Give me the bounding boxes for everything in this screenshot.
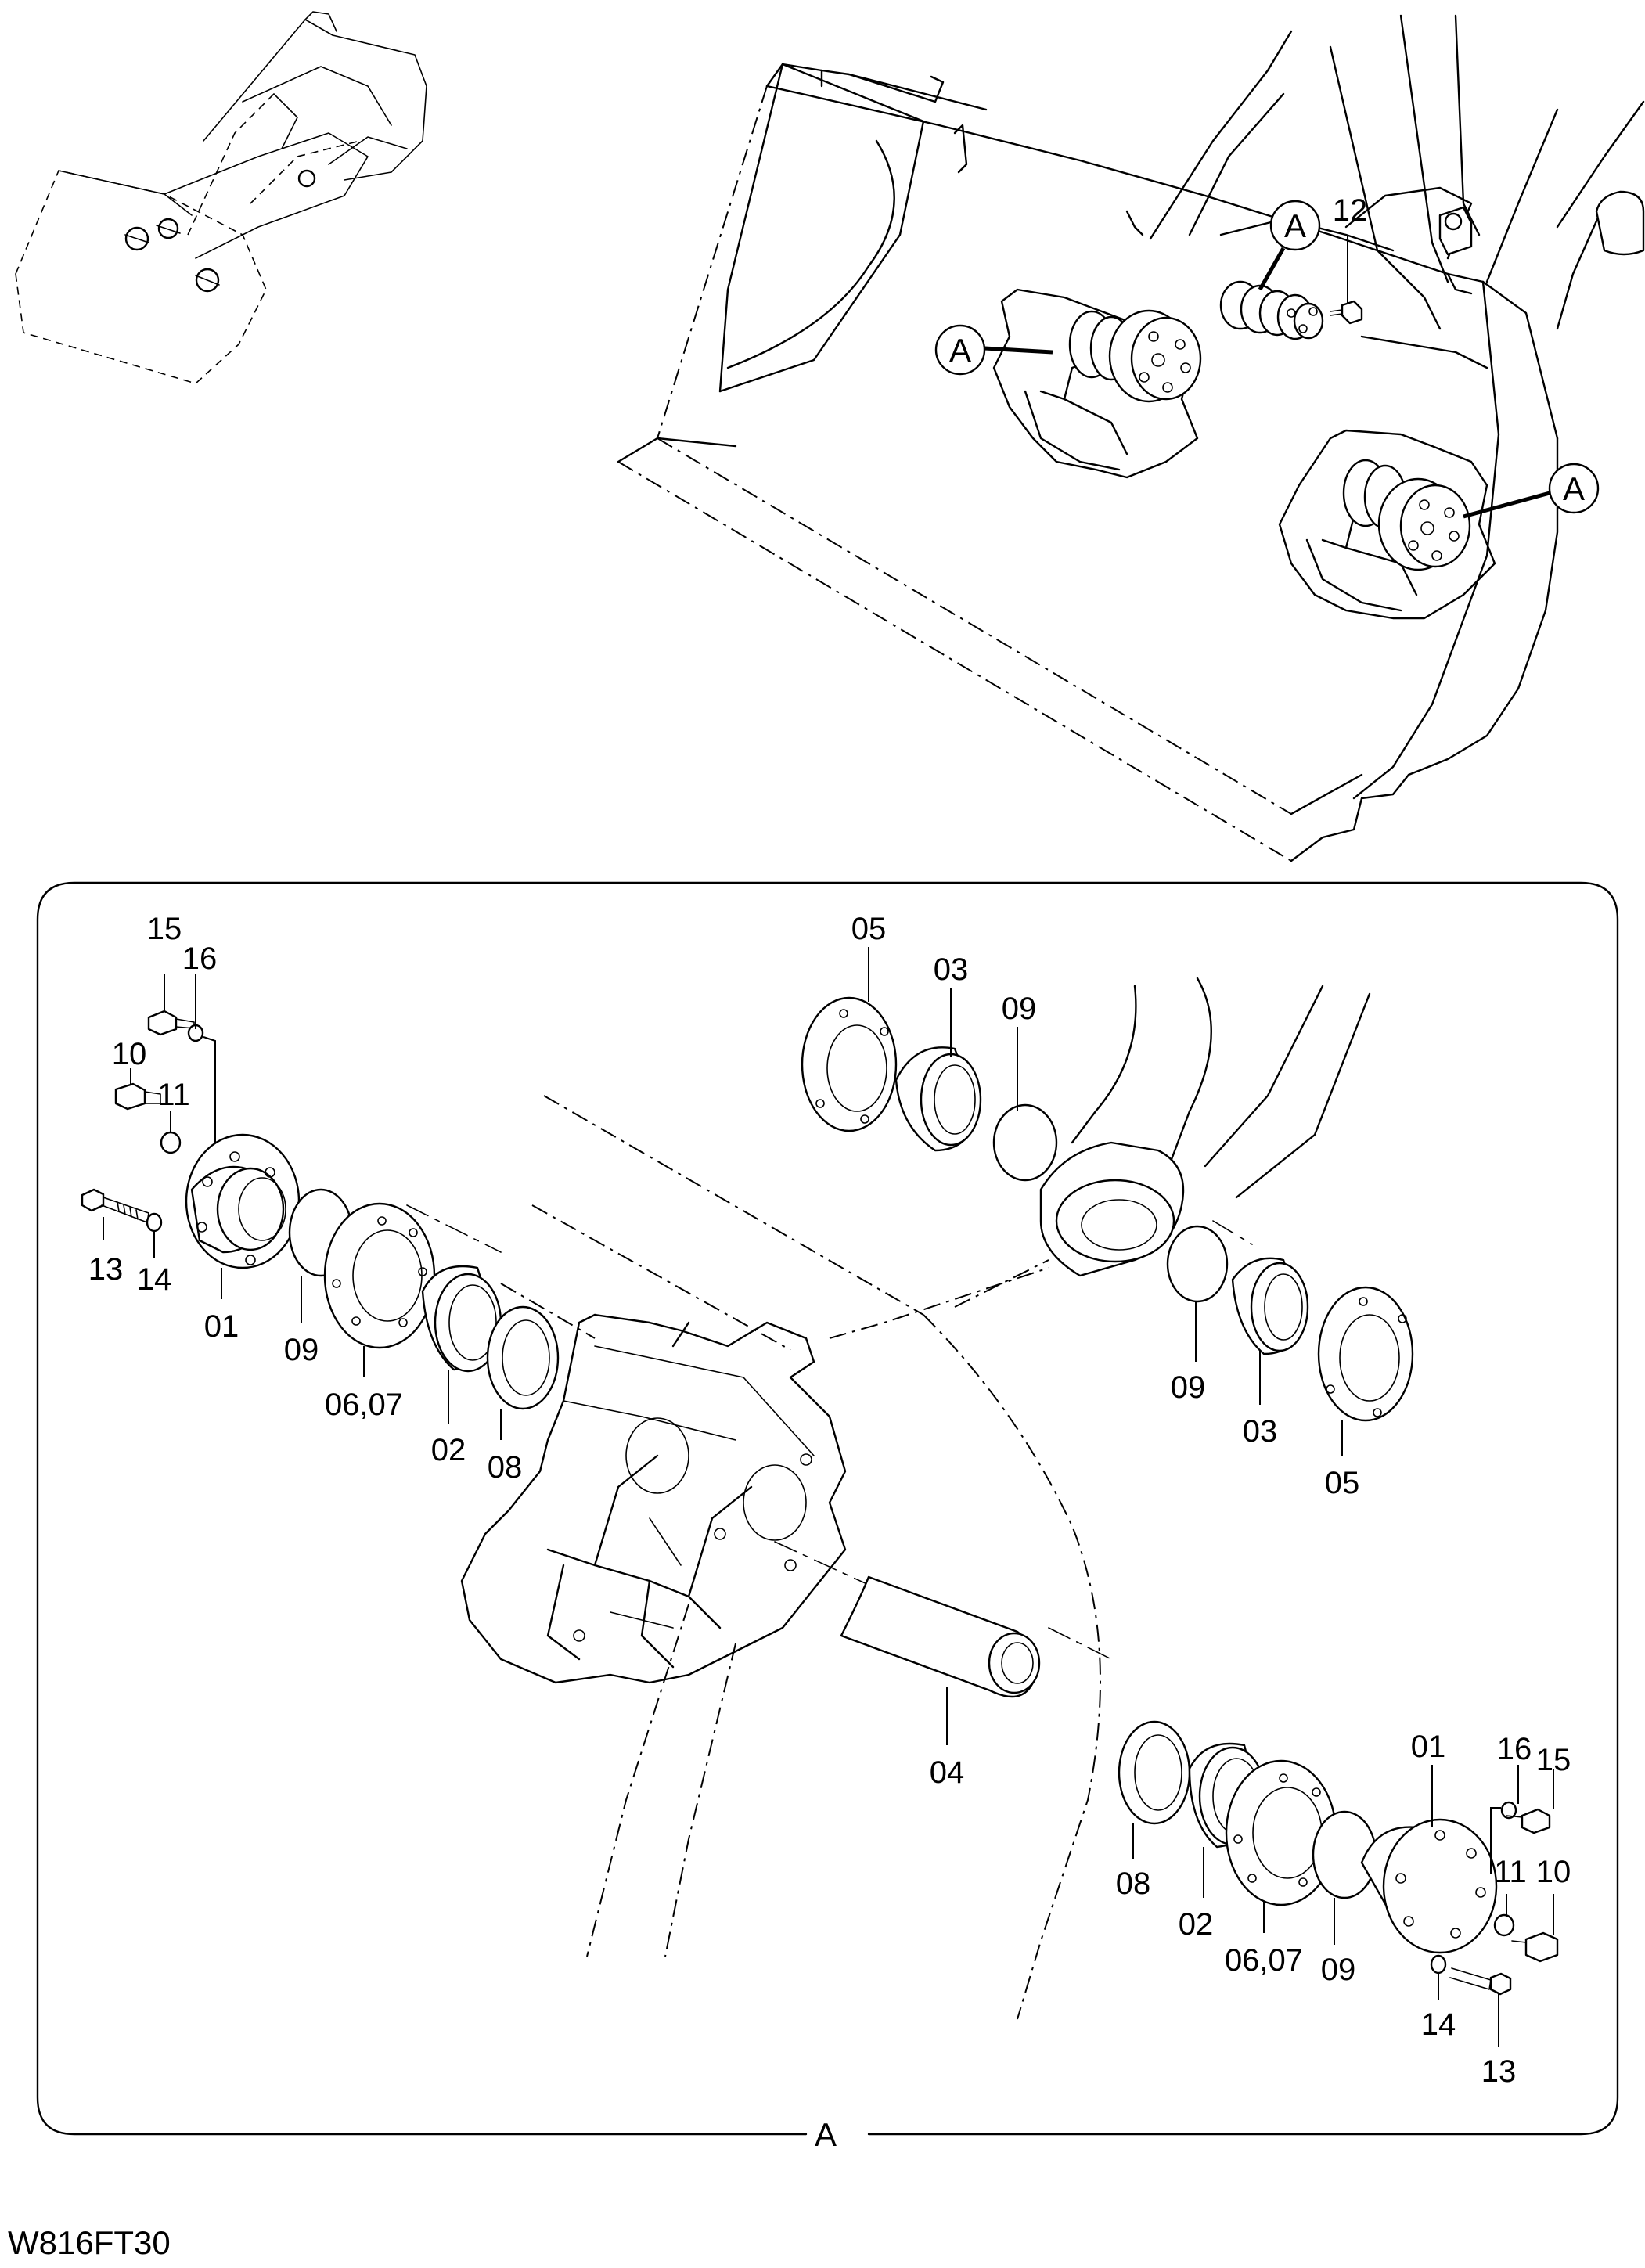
callout-15-left: 15 [147, 912, 182, 946]
callout-09-right: 09 [1321, 1953, 1356, 1987]
callout-01-left: 01 [204, 1309, 239, 1344]
callout-08-right: 08 [1116, 1867, 1151, 1901]
detail-marker-left-label: A [949, 332, 971, 369]
detail-marker-right [1548, 463, 1600, 514]
callout-06-07-left: 06,07 [325, 1388, 403, 1422]
callout-09-top: 09 [1002, 992, 1037, 1026]
detail-a-frame: A [36, 881, 1619, 2153]
callout-09-left: 09 [284, 1333, 319, 1367]
callout-16-right: 16 [1497, 1732, 1532, 1766]
callout-10-right: 10 [1536, 1855, 1571, 1889]
callout-01-right: 01 [1411, 1730, 1446, 1764]
callout-overview-12: 12 [1333, 193, 1368, 228]
callout-15-right: 15 [1536, 1743, 1571, 1777]
callout-11-right: 11 [1494, 1855, 1527, 1889]
drawing-code: W816FT30 [8, 2224, 171, 2261]
callout-14-left: 14 [137, 1262, 172, 1297]
callout-03-mid: 03 [1243, 1414, 1278, 1449]
callout-16-left: 16 [182, 941, 218, 976]
callout-13-left: 13 [88, 1252, 124, 1287]
callout-10-left: 10 [112, 1037, 147, 1071]
callout-03-top: 03 [934, 952, 969, 987]
callout-08-left: 08 [488, 1450, 523, 1485]
detail-marker-right-label: A [1563, 470, 1585, 507]
detail-marker-center [1269, 200, 1321, 251]
callout-06-07-right: 06,07 [1225, 1943, 1303, 1978]
callout-09-mid: 09 [1171, 1370, 1206, 1405]
callout-02-right: 02 [1179, 1907, 1214, 1942]
callout-05-top: 05 [851, 912, 887, 946]
detail-a-label: A [815, 2116, 837, 2153]
callout-11-left: 11 [157, 1078, 190, 1112]
detail-a-exploded-view [81, 947, 1559, 2047]
detail-marker-left [934, 324, 986, 376]
detail-marker-center-label: A [1284, 207, 1306, 244]
callout-13-right: 13 [1481, 2054, 1517, 2089]
callout-14-right: 14 [1421, 2007, 1456, 2042]
callout-05-mid: 05 [1325, 1466, 1360, 1500]
callout-labels: 15 16 10 11 13 14 01 09 06,07 02 08 05 0… [88, 912, 1571, 2089]
callout-04: 04 [930, 1755, 965, 1790]
machine-thumbnail [15, 11, 427, 384]
bucket-overview: A A A 12 [617, 14, 1645, 862]
callout-02-left: 02 [431, 1433, 466, 1467]
